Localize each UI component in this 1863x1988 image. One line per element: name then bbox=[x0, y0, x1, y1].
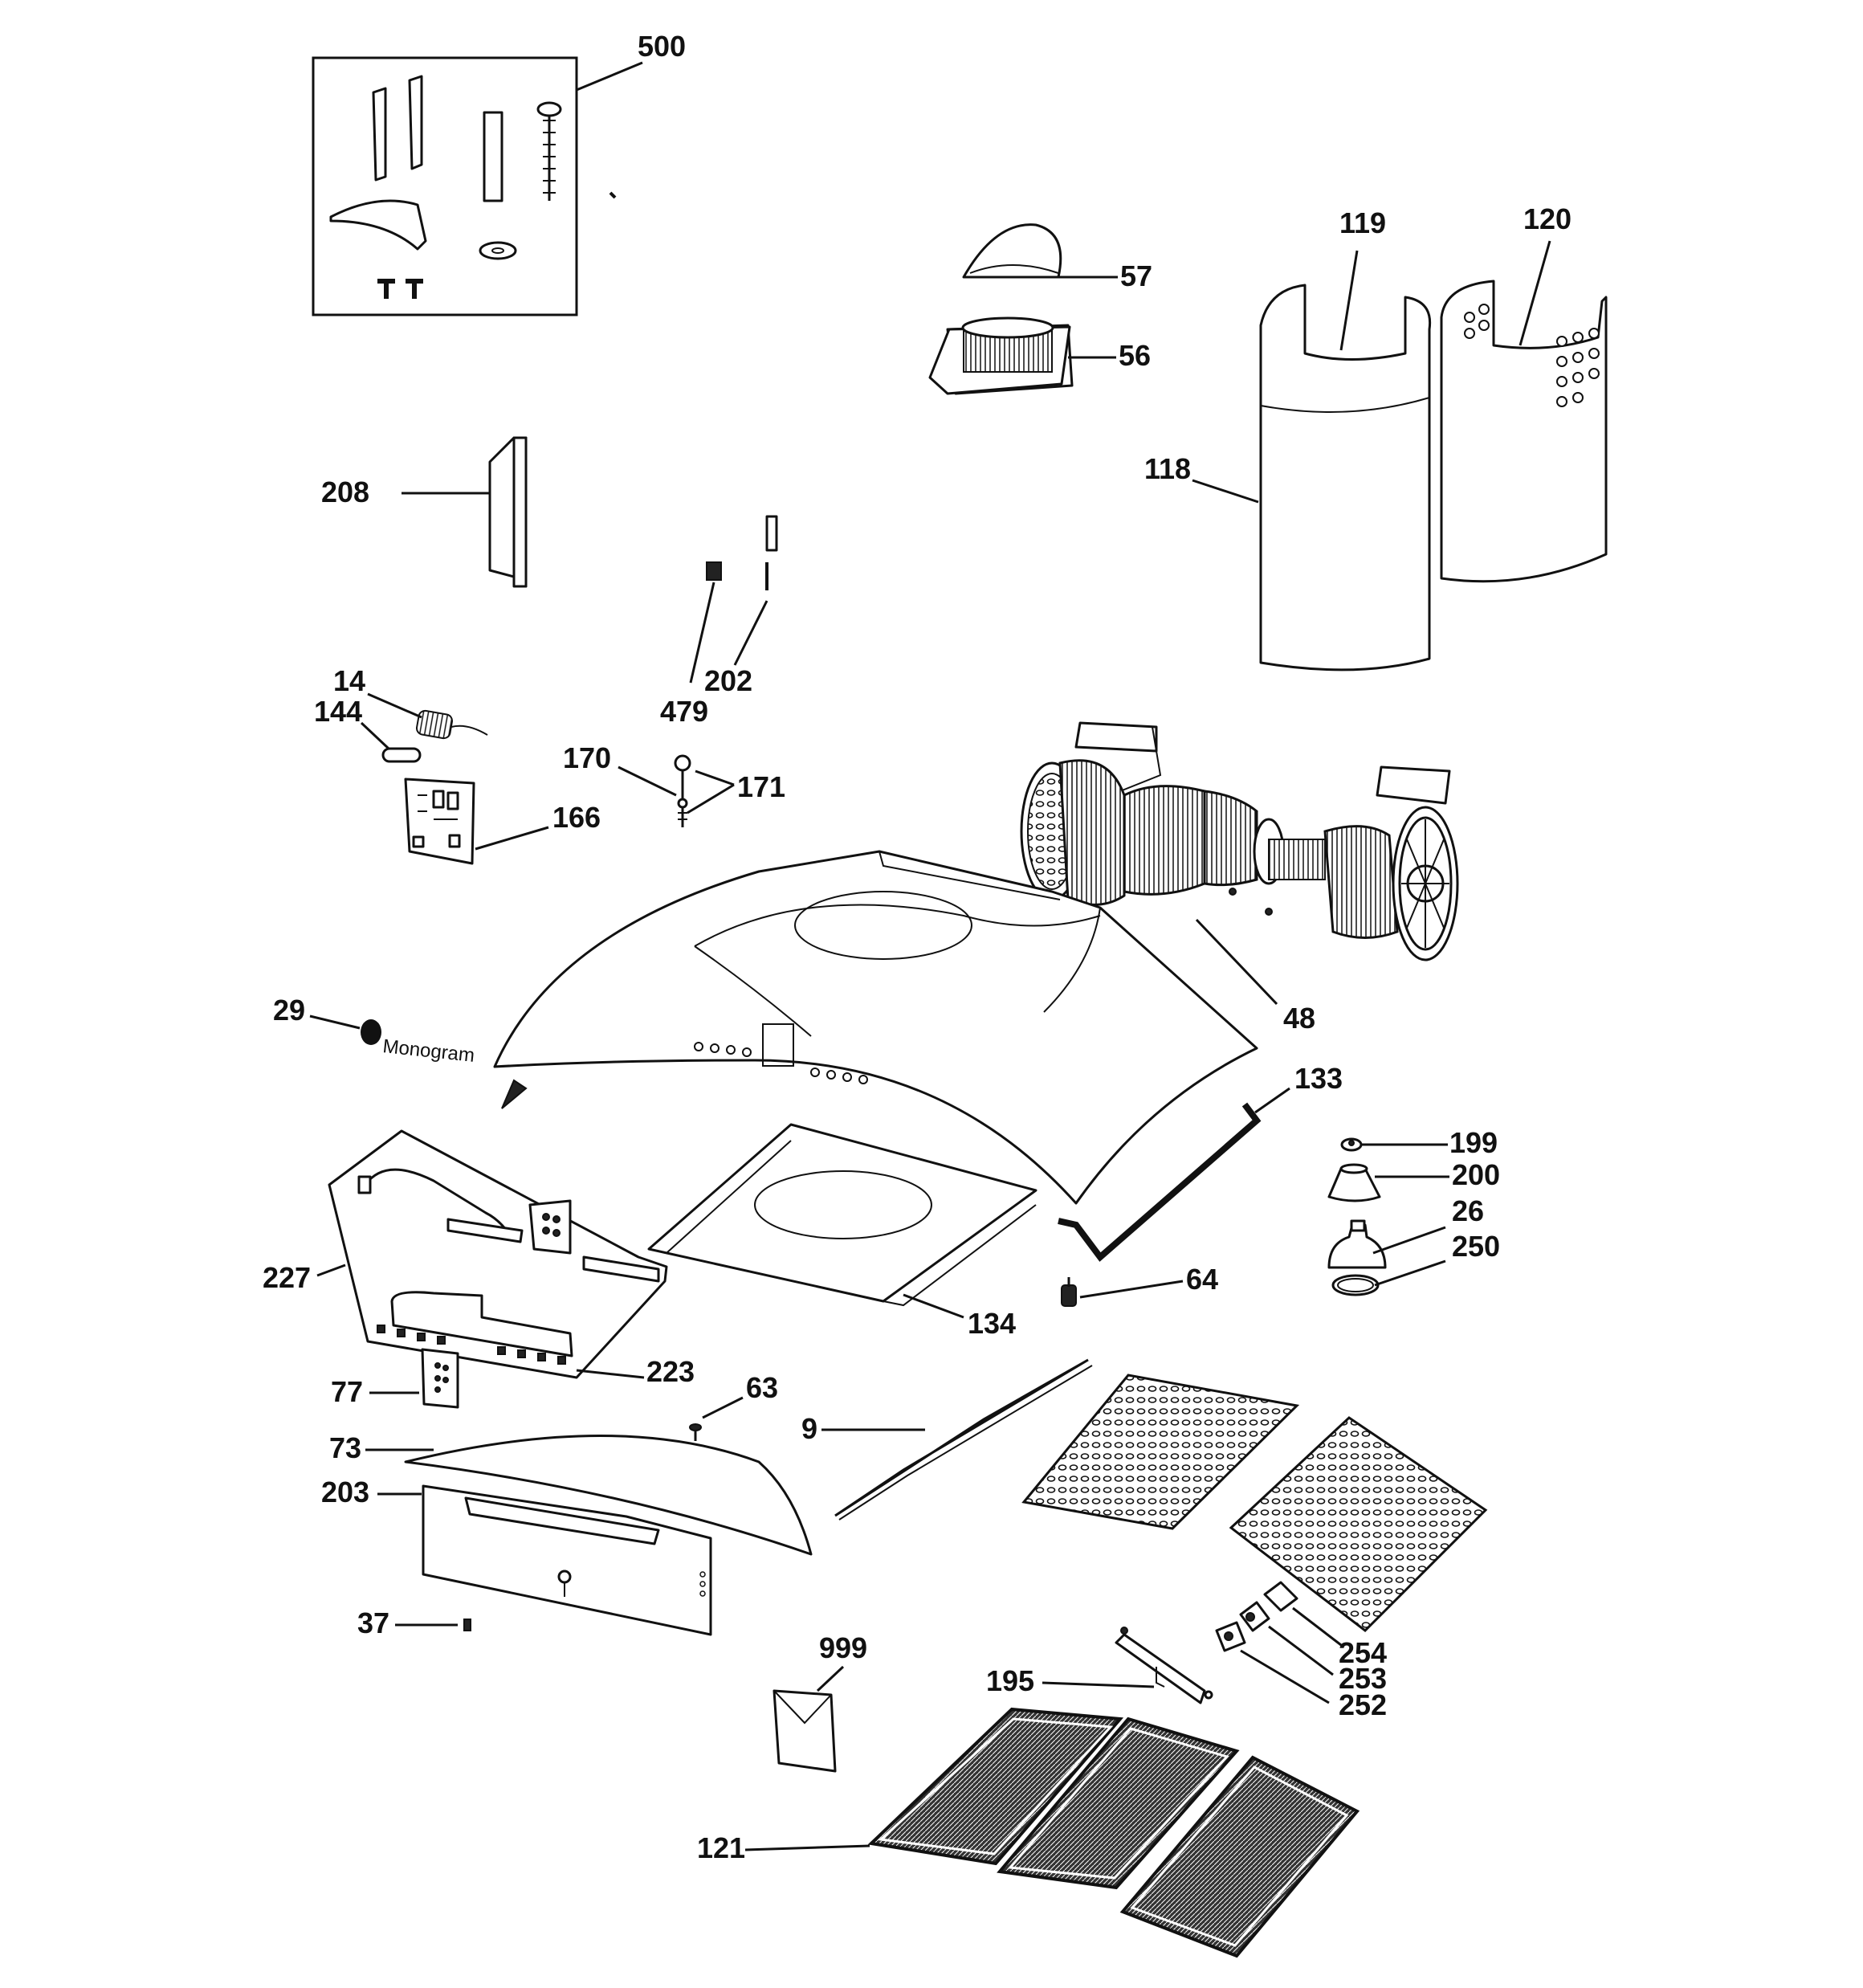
blower-motor-48 bbox=[1020, 721, 1459, 961]
callout-37: 37 bbox=[357, 1606, 389, 1639]
callout-202: 202 bbox=[704, 664, 752, 697]
mesh-filter-b bbox=[1229, 1416, 1488, 1632]
callout-119: 119 bbox=[1339, 206, 1386, 239]
callout-250: 250 bbox=[1452, 1230, 1500, 1263]
charcoal-filters-121 bbox=[867, 1707, 1360, 1958]
callout-133: 133 bbox=[1294, 1062, 1343, 1095]
callout-121: 121 bbox=[697, 1831, 745, 1864]
fuse-144 bbox=[381, 747, 422, 763]
callout-199: 199 bbox=[1449, 1126, 1498, 1159]
chimney-lower-120 bbox=[1440, 280, 1608, 583]
callout-171: 171 bbox=[737, 770, 785, 803]
callout-500: 500 bbox=[638, 30, 686, 63]
brand-emblem-29 bbox=[361, 1019, 381, 1045]
callout-118: 118 bbox=[1144, 452, 1191, 485]
transformer-14 bbox=[415, 709, 488, 740]
lamp-parts bbox=[1327, 1137, 1387, 1296]
control-panel-227 bbox=[328, 1129, 668, 1379]
screw-170-171 bbox=[674, 754, 691, 827]
support-rod-133 bbox=[1058, 1102, 1262, 1262]
literature-999 bbox=[773, 1689, 837, 1773]
callout-120: 120 bbox=[1523, 202, 1572, 235]
callout-223: 223 bbox=[646, 1355, 695, 1388]
callout-29: 29 bbox=[273, 994, 305, 1027]
callout-253: 253 bbox=[1339, 1662, 1387, 1695]
callout-195: 195 bbox=[986, 1664, 1034, 1697]
callout-134: 64 bbox=[1186, 1263, 1218, 1296]
callout-9: 9 bbox=[801, 1412, 817, 1445]
screw-63 bbox=[689, 1423, 702, 1441]
callout-252: 252 bbox=[1339, 1688, 1387, 1721]
callout-77: 77 bbox=[331, 1375, 363, 1408]
duct-collar-56 bbox=[928, 316, 1074, 395]
filter-frame-64 bbox=[647, 1123, 1037, 1307]
callout-166: 166 bbox=[552, 801, 601, 834]
trim-73 bbox=[404, 1435, 813, 1556]
callout-63: 63 bbox=[746, 1371, 778, 1404]
knob-134 bbox=[1061, 1277, 1077, 1307]
callout-14: 14 bbox=[333, 664, 365, 697]
callout-48: 48 bbox=[1283, 1002, 1315, 1035]
mesh-filter-a bbox=[1021, 1374, 1300, 1530]
callout-26: 26 bbox=[1452, 1194, 1484, 1227]
callout-56: 56 bbox=[1119, 339, 1151, 372]
callout-254: 254 bbox=[1339, 1636, 1387, 1669]
switch-plate-77 bbox=[421, 1348, 459, 1409]
bracket-195 bbox=[1115, 1627, 1213, 1704]
small-parts-252-254 bbox=[1215, 1581, 1298, 1652]
callout-479: 479 bbox=[660, 695, 708, 728]
brand-text: Monogram bbox=[381, 1035, 475, 1067]
callout-170: 170 bbox=[563, 741, 611, 774]
callout-200: 200 bbox=[1452, 1158, 1500, 1191]
control-board-166 bbox=[404, 778, 475, 865]
chimney-upper-119 bbox=[1259, 284, 1432, 672]
capacitor-208 bbox=[488, 436, 528, 588]
callout-203: 203 bbox=[321, 1476, 369, 1508]
front-panel-203 bbox=[422, 1484, 712, 1636]
callout-64: 134 bbox=[968, 1307, 1016, 1340]
callout-227: 227 bbox=[263, 1261, 311, 1294]
callout-73: 73 bbox=[329, 1431, 361, 1464]
hood-canopy bbox=[493, 850, 1258, 1205]
callout-57: 57 bbox=[1120, 259, 1152, 292]
switch-479 bbox=[706, 561, 722, 581]
callout-144: 144 bbox=[314, 695, 362, 728]
callout-208: 208 bbox=[321, 476, 369, 508]
grease-filter-9 bbox=[834, 1358, 1089, 1517]
hardware-kit-500 bbox=[312, 56, 617, 316]
terminal-202 bbox=[765, 515, 778, 590]
callout-999: 999 bbox=[819, 1631, 867, 1664]
screw-37 bbox=[463, 1619, 471, 1631]
damper-57 bbox=[962, 223, 1062, 279]
